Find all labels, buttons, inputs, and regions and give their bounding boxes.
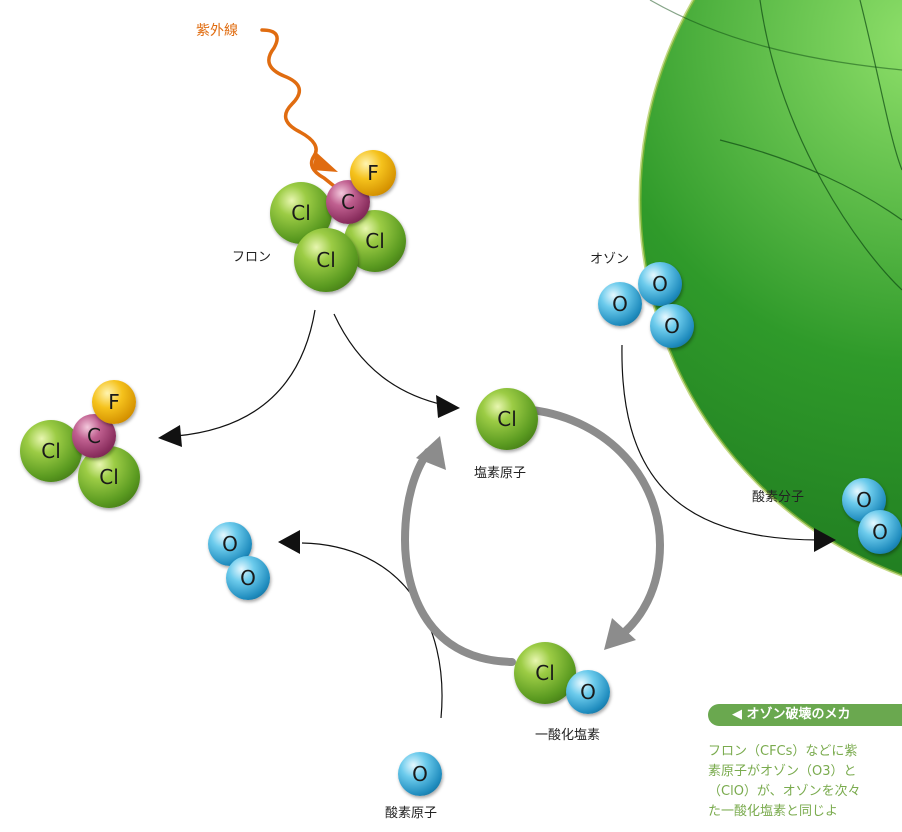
ozone-oxygen-atom: O — [650, 304, 694, 348]
freon-fluorine-atom: F — [350, 150, 396, 196]
oxygen-molecule-label: 酸素分子 — [752, 490, 805, 505]
freon-carbon-atom: C — [326, 180, 370, 224]
oxygen-molecule-atom: O — [208, 522, 252, 566]
catalytic-cycle — [400, 406, 665, 666]
chlorine-monoxide-label: 一酸化塩素 — [535, 728, 601, 743]
freon-chlorine-atom: Cl — [294, 228, 358, 292]
oxygen-atom: O — [398, 752, 442, 796]
globe — [638, 0, 902, 577]
arrowheads — [158, 395, 836, 554]
ozone-oxygen-atom: O — [598, 282, 642, 326]
oxygen-molecule-atom: O — [226, 556, 270, 600]
caption-line: フロン（CFCs）などに紫 — [708, 744, 858, 759]
caption-body: フロン（CFCs）などに紫 素原子がオゾン（O3）と （ClO）が、オゾンを次々… — [708, 742, 902, 832]
caption-line: 素原子がオゾン（O3）と — [708, 764, 857, 779]
chlorine-monoxide-oxygen-atom: O — [566, 670, 610, 714]
caption-line: （ClO）が、オゾンを次々 — [708, 784, 861, 799]
chlorine-monoxide-chlorine-atom: Cl — [514, 642, 576, 704]
oxygen-molecule-atom: O — [858, 510, 902, 554]
chlorine-atom: Cl — [476, 388, 538, 450]
ozone-oxygen-atom: O — [638, 262, 682, 306]
uv-arrow — [260, 28, 338, 188]
uv-label: 紫外線 — [196, 23, 238, 39]
residual-fluorine-atom: F — [92, 380, 136, 424]
caption-line: た一酸化塩素と同じよ — [708, 804, 839, 819]
oxygen-atom-label: 酸素原子 — [385, 806, 438, 821]
residual-chlorine-atom: Cl — [20, 420, 82, 482]
caption-title: ◀ オゾン破壊のメカ — [708, 704, 902, 726]
ozone-label: オゾン — [590, 252, 630, 267]
chlorine-atom-label: 塩素原子 — [474, 466, 527, 481]
freon-label: フロン — [232, 250, 272, 265]
